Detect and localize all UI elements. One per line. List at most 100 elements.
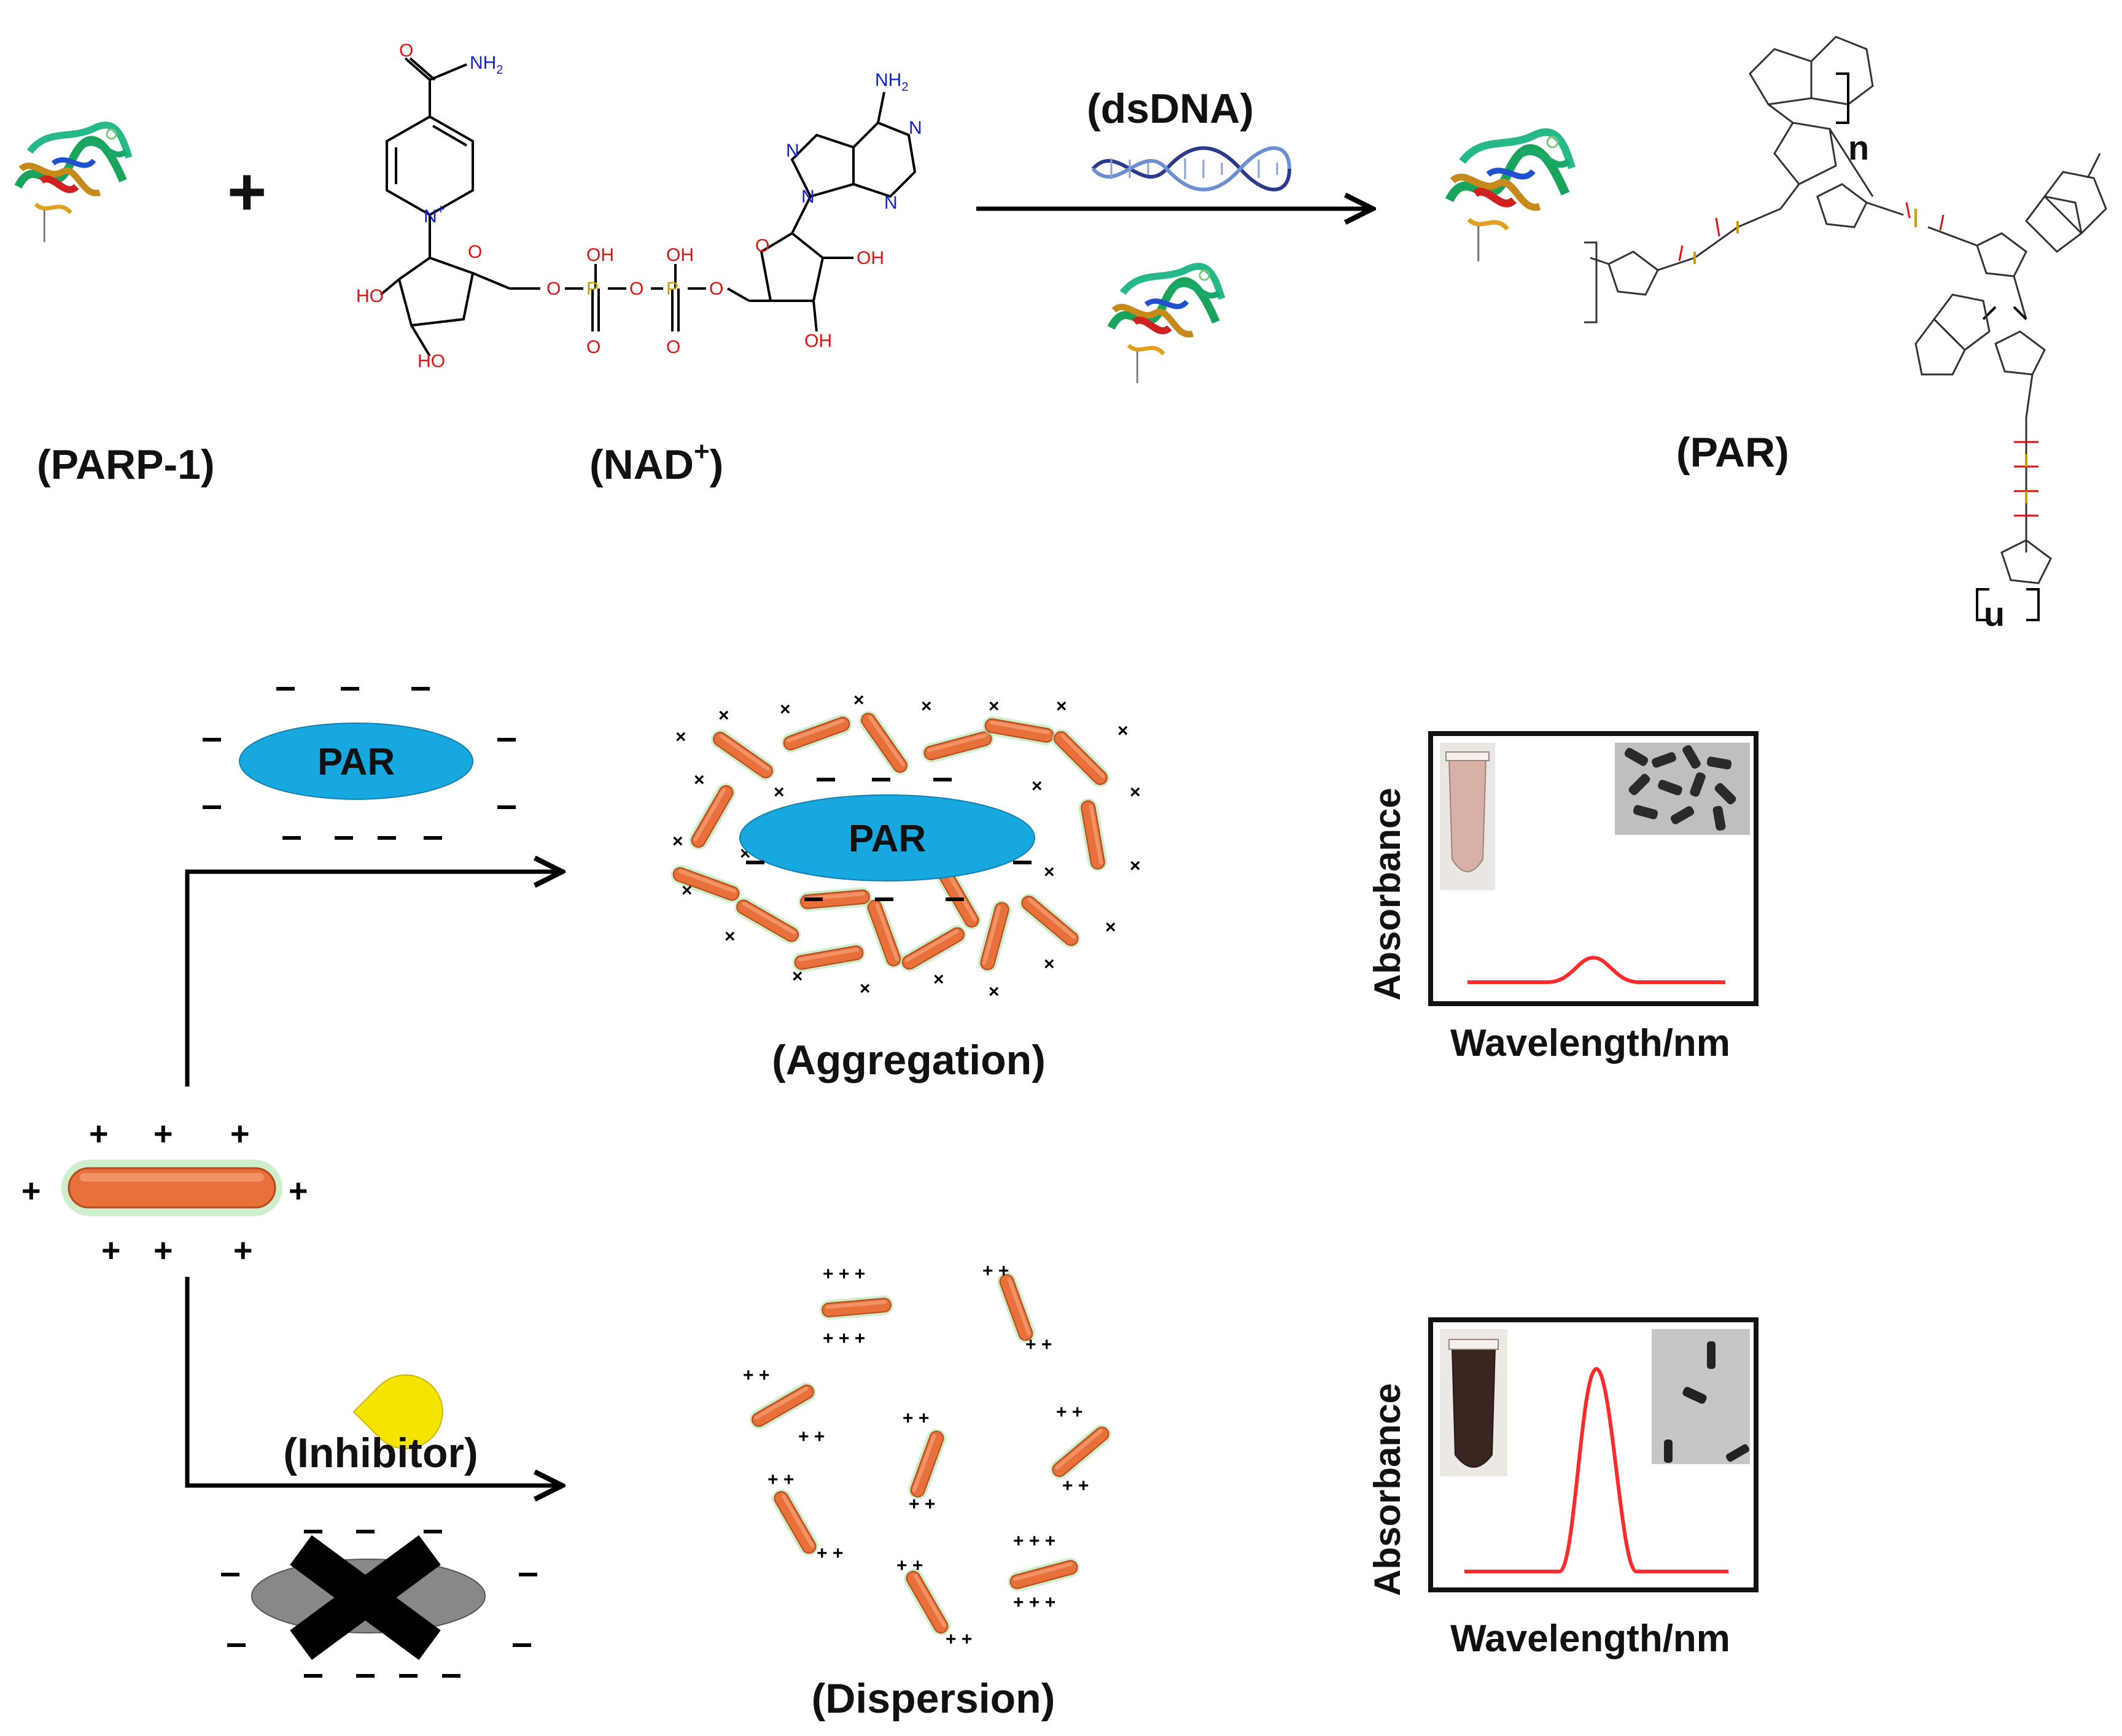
svg-text:×: × xyxy=(1044,862,1055,882)
svg-text:×: × xyxy=(718,705,729,726)
negative-charges-free-par xyxy=(203,687,516,840)
aggregation-label: (Aggregation) xyxy=(772,1037,1046,1083)
dsdna-helix-icon xyxy=(1091,146,1291,192)
svg-text:+ + +: + + + xyxy=(823,1328,865,1349)
adenine-n4-label: N xyxy=(884,193,898,213)
nad-label: (NAD+) xyxy=(589,436,723,488)
blocked-x-icon xyxy=(290,1535,441,1660)
plus-sign: + xyxy=(227,154,266,230)
svg-text:×: × xyxy=(675,727,686,747)
svg-text:+ +: + + xyxy=(946,1629,972,1649)
par-product-label: (PAR) xyxy=(1676,429,1789,476)
svg-text:×: × xyxy=(1117,721,1129,741)
svg-text:+ + +: + + + xyxy=(1013,1592,1055,1613)
spectrum-line-aggregation xyxy=(1467,955,1725,984)
svg-text:×: × xyxy=(725,926,736,947)
svg-text:×: × xyxy=(792,966,803,986)
p1-label: P xyxy=(586,279,599,299)
par-label-free: PAR xyxy=(317,741,395,783)
dsdna-label: (dsDNA) xyxy=(1087,85,1254,132)
svg-text:×: × xyxy=(933,969,944,990)
svg-text:+ +: + + xyxy=(896,1556,923,1576)
oh-right-bottom-label: OH xyxy=(804,331,832,351)
adenine-n3-label: N xyxy=(909,118,922,138)
ho-bottom-label: HO xyxy=(418,351,445,371)
svg-text:+ +: + + xyxy=(909,1494,935,1514)
nad-structure xyxy=(379,57,917,357)
inhibitor-label: (Inhibitor) xyxy=(283,1430,478,1476)
svg-text:×: × xyxy=(694,770,705,790)
svg-text:+ +: + + xyxy=(903,1408,929,1428)
svg-text:+: + xyxy=(289,1172,308,1209)
spectrum-panel-dispersion: Absorbance Wavelength/nm xyxy=(1367,1317,1759,1660)
svg-text:×: × xyxy=(672,831,683,851)
svg-text:+ +: + + xyxy=(982,1261,1009,1281)
gold-nanorod-positive xyxy=(61,1160,282,1216)
negative-charges-blocked xyxy=(221,1530,537,1678)
svg-text:+ +: + + xyxy=(1062,1476,1089,1496)
svg-text:+ +: + + xyxy=(1025,1335,1052,1355)
svg-text:+ +: + + xyxy=(1056,1402,1082,1422)
svg-text:+: + xyxy=(101,1232,121,1269)
p1-o-label: O xyxy=(586,337,600,357)
spectrum-ylabel-dispersion: Absorbance xyxy=(1367,1383,1408,1596)
p1-oh-label: OH xyxy=(586,245,614,265)
vial-photo-dispersion xyxy=(1440,1329,1507,1476)
parp1-catalyst-icon xyxy=(1111,266,1222,383)
svg-text:×: × xyxy=(989,982,1000,1002)
svg-text:×: × xyxy=(780,699,791,719)
svg-text:×: × xyxy=(682,880,693,901)
dispersion-pathway-arrow xyxy=(185,1277,559,1486)
negative-charges-bound-par xyxy=(746,778,1032,901)
ho-left-label: HO xyxy=(356,286,384,306)
adenine-nh2-label: NH2 xyxy=(875,70,908,94)
svg-text:×: × xyxy=(989,696,1000,716)
svg-text:×: × xyxy=(774,782,785,802)
amide-nh2-label: NH2 xyxy=(470,53,503,77)
tem-image-dispersion xyxy=(1652,1329,1750,1464)
parp1-protein-icon xyxy=(18,125,130,242)
svg-text:+: + xyxy=(89,1115,109,1152)
positive-charges-rod: +++ ++ +++ xyxy=(21,1115,308,1269)
inhibitor-icon xyxy=(352,1374,443,1449)
adenine-n2-label: N xyxy=(786,141,799,161)
pyridinium-n-label: N+ xyxy=(424,201,445,227)
oh-right-label: OH xyxy=(857,248,884,268)
aggregation-pathway-arrow xyxy=(185,872,559,1087)
svg-text:×: × xyxy=(1056,696,1067,716)
svg-text:+ + +: + + + xyxy=(823,1264,865,1284)
dispersed-positive-charges: + + + + + + + + + + + + + + + + + + + + + + +… xyxy=(743,1261,1089,1649)
par-repeat-n-1: n xyxy=(1848,128,1869,167)
p2-oh-label: OH xyxy=(666,245,694,265)
svg-text:+ +: + + xyxy=(768,1470,794,1490)
spectrum-xlabel-aggregation: Wavelength/nm xyxy=(1450,1022,1730,1064)
dispersion-label: (Dispersion) xyxy=(812,1675,1055,1722)
svg-text:+: + xyxy=(21,1172,41,1209)
ribose1-o-label: O xyxy=(468,242,482,262)
svg-text:×: × xyxy=(1130,782,1141,802)
svg-text:+: + xyxy=(154,1232,173,1269)
par-ellipse-free xyxy=(239,723,473,800)
bridge-o3-label: O xyxy=(709,279,723,299)
bridge-o1-label: O xyxy=(546,279,561,299)
parp1-label: (PARP-1) xyxy=(37,441,215,488)
svg-text:+: + xyxy=(154,1115,173,1152)
aggregation-charges: ×××× ×××× ×××× ×××× ×××× ×××× xyxy=(672,690,1141,1002)
bridge-o2-label: O xyxy=(629,279,643,299)
svg-text:×: × xyxy=(853,690,865,710)
p2-label: P xyxy=(666,279,678,299)
dispersed-nanorods xyxy=(745,1269,1116,1640)
ribose2-o-label: O xyxy=(755,236,769,256)
spectrum-xlabel-dispersion: Wavelength/nm xyxy=(1450,1618,1730,1660)
spectrum-ylabel-aggregation: Absorbance xyxy=(1367,788,1408,1001)
svg-text:+ +: + + xyxy=(743,1365,769,1385)
svg-text:+ +: + + xyxy=(817,1543,843,1564)
par-label-bound: PAR xyxy=(849,818,926,860)
svg-text:+ + +: + + + xyxy=(1013,1531,1055,1551)
svg-text:+ +: + + xyxy=(798,1427,825,1447)
svg-text:+: + xyxy=(233,1232,253,1269)
svg-text:×: × xyxy=(921,696,932,716)
svg-text:×: × xyxy=(860,978,871,999)
par-repeat-n-2: n xyxy=(1984,600,2005,639)
